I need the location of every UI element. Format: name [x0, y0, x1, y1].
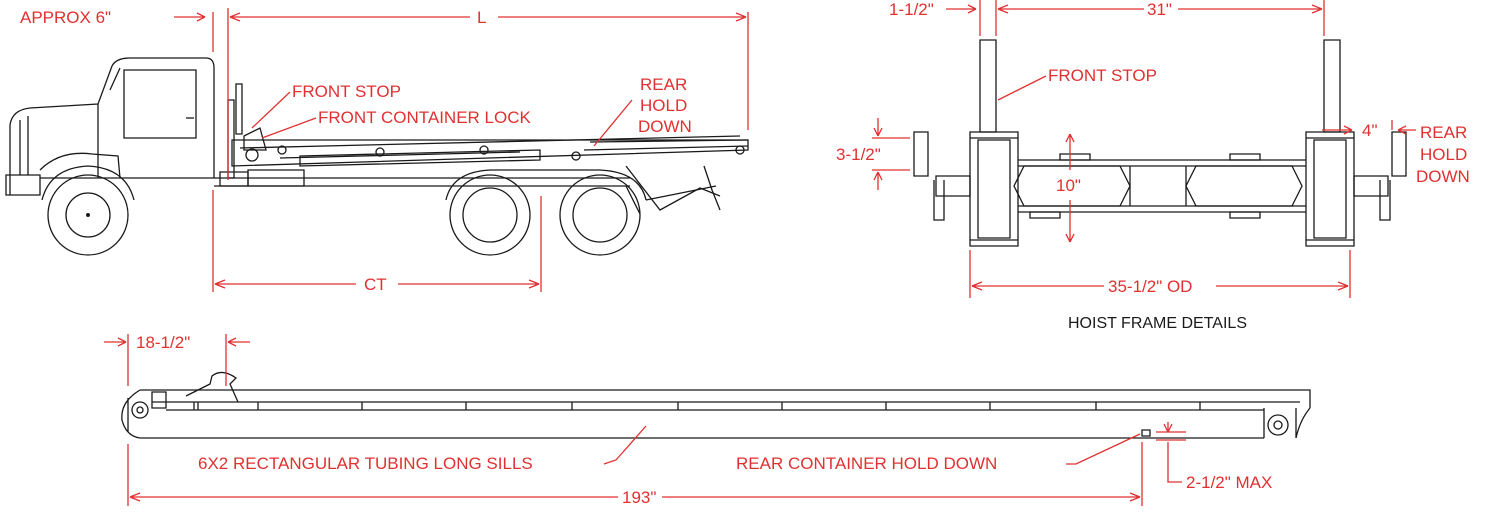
length-l-label: L: [477, 8, 486, 27]
dim-4-label: 4": [1362, 121, 1378, 140]
long-sills-label: 6X2 RECTANGULAR TUBING LONG SILLS: [198, 454, 533, 473]
long-sills-view: 18-1/2" 6X2 RECTANGULAR TUBING LONG SILL…: [104, 333, 1311, 507]
hoist-frame-left-post: [913, 131, 1019, 247]
rear-hold-down-line-3: DOWN: [638, 117, 692, 136]
truck-frame: [214, 169, 630, 187]
rear-hold-down-line-2: HOLD: [640, 96, 687, 115]
dim-3-1-2-label: 3-1/2": [836, 145, 881, 164]
hoist-frame-crossmember: [1013, 153, 1306, 219]
dim-10-label: 10": [1056, 176, 1081, 195]
approx-6-label: APPROX 6": [20, 8, 111, 27]
front-wheel: [41, 165, 135, 256]
dim-1-1-2-label: 1-1/2": [889, 0, 934, 19]
hoist-frame-caption: HOIST FRAME DETAILS: [1068, 315, 1247, 332]
sill-body: [121, 371, 1311, 439]
dim-31-label: 31": [1147, 0, 1172, 19]
max-2-1-2-label: 2-1/2" MAX: [1186, 473, 1272, 492]
dim-193-label: 193": [622, 488, 656, 507]
sill-ribs: [257, 402, 1201, 410]
hoist-rear-hold-down-line-1: REAR: [1420, 123, 1467, 142]
rear-hold-down-line-1: REAR: [640, 75, 687, 94]
hoist-frame-right-post: [1305, 131, 1407, 247]
hoist-frame-uprights: [979, 39, 1341, 133]
dim-18-1-2-label: 18-1/2": [136, 333, 190, 352]
truck-side-view: APPROX 6" L FRONT STOP FRONT CONTAINER L…: [5, 8, 749, 294]
front-stop-label: FRONT STOP: [292, 82, 401, 101]
hoist-frame-view: 1-1/2" 31" FRONT STOP 4" REAR HOLD DOWN …: [836, 0, 1470, 332]
front-container-lock-label: FRONT CONTAINER LOCK: [318, 108, 531, 127]
ct-label: CT: [364, 275, 387, 294]
hoist-rear-hold-down-line-2: HOLD: [1420, 145, 1467, 164]
dim-od-label: 35-1/2" OD: [1108, 277, 1192, 296]
hoist-bed: [227, 83, 749, 215]
rear-wheels: [445, 169, 647, 256]
truck-cab: [5, 57, 215, 196]
hoist-front-stop-label: FRONT STOP: [1048, 66, 1157, 85]
rear-container-hold-down-label: REAR CONTAINER HOLD DOWN: [736, 454, 997, 473]
hoist-rear-hold-down-line-3: DOWN: [1416, 167, 1470, 186]
